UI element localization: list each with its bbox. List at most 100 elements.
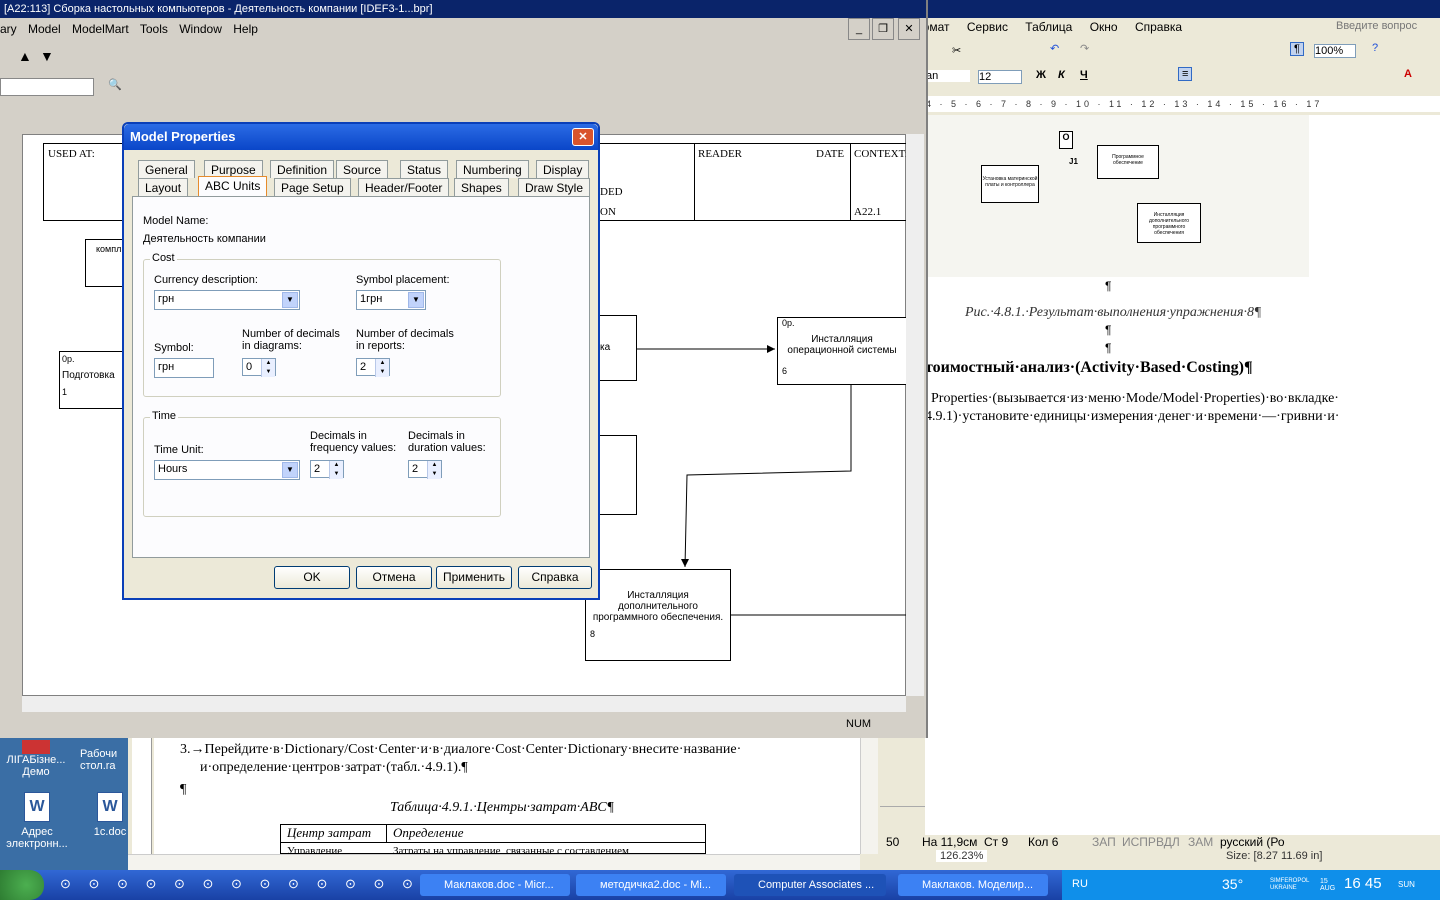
font-size-select[interactable]: 12 bbox=[978, 70, 1022, 84]
redo-icon[interactable]: ↷ bbox=[1080, 43, 1090, 55]
status-col: Кол 6 bbox=[1028, 835, 1059, 849]
tab-layout[interactable]: Layout bbox=[138, 178, 189, 196]
menu-model[interactable]: Model bbox=[28, 22, 61, 36]
desktop-icon-rabochi[interactable]: Рабочи стол.ra bbox=[80, 748, 118, 772]
decimals-diagrams-spinner[interactable]: 0▲▼ bbox=[242, 358, 276, 377]
tab-definition[interactable]: Definition bbox=[270, 160, 335, 178]
context-label: CONTEXT: bbox=[854, 148, 908, 160]
task-metodichka[interactable]: методичка2.doc - Mi... bbox=[576, 874, 726, 896]
task-computer-associates[interactable]: Computer Associates ... bbox=[734, 874, 886, 896]
tab-header-footer[interactable]: Header/Footer bbox=[358, 178, 450, 196]
apply-button[interactable]: Применить bbox=[436, 566, 512, 589]
spinner-arrows-icon[interactable]: ▲▼ bbox=[329, 461, 343, 479]
menu-help[interactable]: Справка bbox=[1134, 20, 1183, 34]
minimize-button[interactable]: _ bbox=[848, 18, 870, 40]
menu-window[interactable]: Окно bbox=[1089, 20, 1118, 34]
vertical-scrollbar[interactable] bbox=[860, 736, 878, 854]
tab-draw-style[interactable]: Draw Style bbox=[518, 178, 591, 196]
currency-select[interactable]: грн▼ bbox=[154, 290, 300, 310]
font-name-select[interactable]: an bbox=[926, 70, 970, 82]
chevron-down-icon[interactable]: ▼ bbox=[408, 292, 424, 308]
diagram-vscroll[interactable] bbox=[906, 134, 924, 696]
arrow-down-icon[interactable]: ▼ bbox=[40, 48, 54, 64]
font-color-icon[interactable]: A bbox=[1404, 68, 1412, 80]
tab-page-setup[interactable]: Page Setup bbox=[274, 178, 351, 196]
date-label: DATE bbox=[816, 148, 845, 160]
chevron-down-icon[interactable]: ▼ bbox=[282, 292, 298, 308]
spinner-arrows-icon[interactable]: ▲▼ bbox=[261, 359, 275, 377]
tab-numbering[interactable]: Numbering bbox=[456, 160, 529, 178]
symbol-input[interactable]: грн bbox=[154, 358, 214, 378]
spinner-arrows-icon[interactable]: ▲▼ bbox=[375, 359, 389, 377]
italic-button[interactable]: К bbox=[1058, 69, 1065, 81]
task-maklakov-doc[interactable]: Маклаков.doc - Micr... bbox=[420, 874, 570, 896]
cancel-button[interactable]: Отмена bbox=[356, 566, 432, 589]
align-justify-icon[interactable]: ≡ bbox=[1178, 67, 1193, 81]
chevron-down-icon[interactable]: ▼ bbox=[282, 462, 298, 478]
undo-icon[interactable]: ↶ bbox=[1050, 43, 1060, 55]
task-maklakov-model[interactable]: Маклаков. Моделир... bbox=[898, 874, 1048, 896]
erwin-menubar: ary Model ModelMart Tools Window Help _ … bbox=[0, 18, 926, 40]
status-trk: ИСПР bbox=[1122, 835, 1156, 849]
reader-label: READER bbox=[698, 148, 742, 160]
zoom-select[interactable]: 100% bbox=[1314, 44, 1356, 58]
publication-label: ON bbox=[600, 206, 616, 218]
desktop-icon-address[interactable]: W Адрес электронн... bbox=[2, 792, 72, 850]
figure-label: J1 bbox=[1069, 157, 1078, 166]
currency-label: Currency description: bbox=[154, 274, 258, 286]
horizontal-scrollbar[interactable] bbox=[128, 854, 860, 870]
cut-icon[interactable]: ✂ bbox=[952, 45, 962, 57]
quick-launch: ⊙ ⊙ ⊙ ⊙ ⊙ ⊙ ⊙ ⊙ ⊙ ⊙ ⊙ ⊙ ⊙ ⊙ bbox=[60, 876, 449, 891]
horizontal-ruler: 4 · 5 · 6 · 7 · 8 · 9 · 10 · 11 · 12 · 1… bbox=[926, 96, 1440, 112]
placement-select[interactable]: 1грн▼ bbox=[356, 290, 426, 310]
start-button[interactable] bbox=[0, 870, 44, 900]
language-indicator[interactable]: RU bbox=[1072, 878, 1088, 890]
ok-button[interactable]: OK bbox=[274, 566, 350, 589]
bold-button[interactable]: Ж bbox=[1036, 69, 1046, 81]
tab-purpose[interactable]: Purpose bbox=[204, 160, 263, 178]
dialog-close-button[interactable]: ✕ bbox=[572, 128, 594, 146]
menu-modelmart[interactable]: ModelMart bbox=[72, 22, 129, 36]
tab-status[interactable]: Status bbox=[400, 160, 449, 178]
menu-service[interactable]: Сервис bbox=[966, 20, 1008, 34]
diagram-box-podgotovka[interactable]: 0р. Подготовка 1 bbox=[59, 351, 129, 409]
tab-display[interactable]: Display bbox=[536, 160, 590, 178]
spinner-arrows-icon[interactable]: ▲▼ bbox=[427, 461, 441, 479]
time-unit-select[interactable]: Hours▼ bbox=[154, 460, 300, 480]
tab-general[interactable]: General bbox=[138, 160, 195, 178]
frequency-decimals-spinner[interactable]: 2▲▼ bbox=[310, 460, 344, 479]
figure-box: Инсталляция дополнительного программного… bbox=[1137, 203, 1201, 243]
status-line: Ст 9 bbox=[984, 835, 1009, 849]
menu-table[interactable]: Таблица bbox=[1025, 20, 1073, 34]
desktop-icon-1c[interactable]: W 1c.doc bbox=[88, 792, 132, 838]
diagram-hscroll[interactable] bbox=[22, 696, 906, 712]
doc-list-item: 3.→Перейдите·в·Dictionary/Cost·Center·и·… bbox=[180, 742, 742, 757]
pointer-icon[interactable]: ▲ bbox=[18, 48, 32, 64]
body-paragraph: 4.9.1)·установите·единицы·измерения·дене… bbox=[925, 409, 1340, 424]
word-doc-icon: W bbox=[97, 792, 123, 822]
help-icon[interactable]: ? bbox=[1372, 42, 1379, 54]
placement-label: Symbol placement: bbox=[356, 274, 450, 286]
diagram-box-extra-software[interactable]: Инсталляция дополнительного программного… bbox=[585, 569, 731, 661]
decimals-reports-spinner[interactable]: 2▲▼ bbox=[356, 358, 390, 377]
menu-dictionary[interactable]: ary bbox=[0, 22, 17, 36]
pilcrow-button[interactable]: ¶ bbox=[1290, 42, 1304, 56]
help-question-input[interactable]: Введите вопрос bbox=[1336, 20, 1418, 32]
zoom-select[interactable] bbox=[0, 78, 94, 96]
tab-shapes[interactable]: Shapes bbox=[454, 178, 509, 196]
diagram-box[interactable] bbox=[599, 435, 637, 515]
menu-window[interactable]: Window bbox=[179, 22, 222, 36]
help-button[interactable]: Справка bbox=[518, 566, 592, 589]
menu-help[interactable]: Help bbox=[233, 22, 258, 36]
zoom-icon[interactable]: 🔍 bbox=[108, 79, 122, 91]
underline-button[interactable]: Ч bbox=[1080, 69, 1088, 81]
desktop-icon-liga[interactable]: ЛІГАБізне... Демо bbox=[2, 740, 70, 778]
model-name-value: Деятельность компании bbox=[143, 233, 266, 245]
duration-decimals-spinner[interactable]: 2▲▼ bbox=[408, 460, 442, 479]
tab-source[interactable]: Source bbox=[336, 160, 389, 178]
tab-abc-units[interactable]: ABC Units bbox=[198, 176, 268, 198]
diagram-box-os-install[interactable]: 0р. Инсталляция операционной системы 6 bbox=[777, 317, 907, 385]
restore-button[interactable]: ❐ bbox=[872, 18, 894, 40]
close-button[interactable]: ✕ bbox=[898, 18, 920, 40]
menu-tools[interactable]: Tools bbox=[139, 22, 168, 36]
